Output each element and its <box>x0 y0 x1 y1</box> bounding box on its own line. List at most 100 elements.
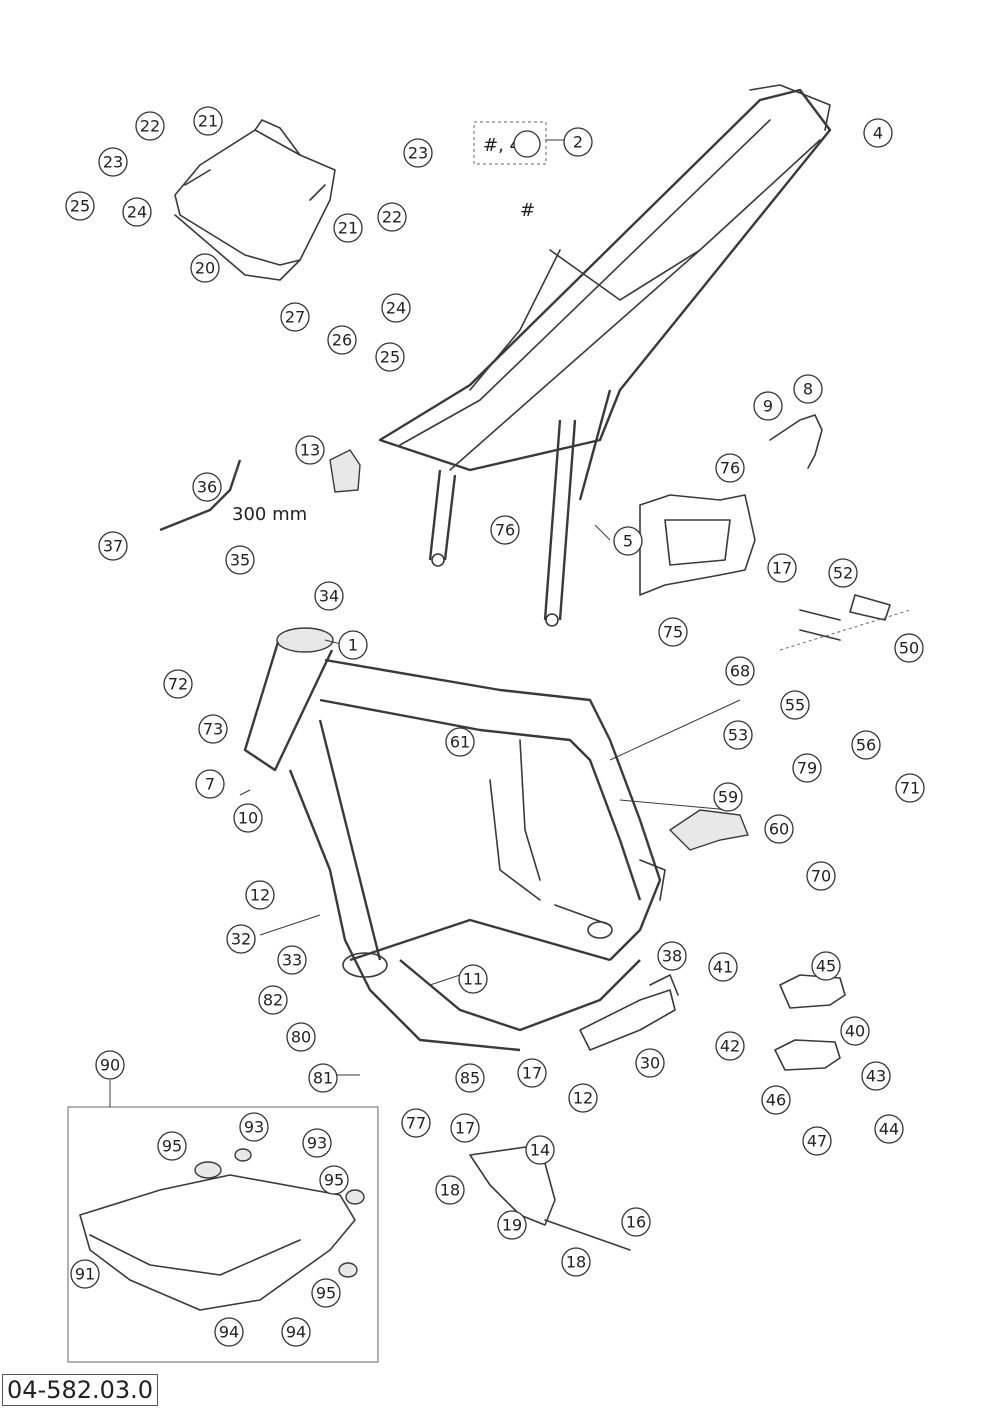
callout-number: 76 <box>495 521 515 540</box>
callout-35: 35 <box>225 545 255 575</box>
callout-number: 21 <box>338 219 358 238</box>
callout-90: 90 <box>95 1050 125 1080</box>
callout-circle <box>563 127 593 157</box>
callout-73: 73 <box>198 714 228 744</box>
callout-circle <box>401 1108 431 1138</box>
callout-circle <box>65 191 95 221</box>
rubber-buffer <box>329 449 361 493</box>
callout-number: 44 <box>879 1120 899 1139</box>
callout-number: 50 <box>899 639 919 658</box>
callout-42: 42 <box>715 1031 745 1061</box>
callout-circle <box>753 391 783 421</box>
callout-24: 24 <box>122 197 152 227</box>
callout-number: 11 <box>463 970 483 989</box>
callout-14: 14 <box>525 1135 555 1165</box>
callout-4: 4 <box>863 118 893 148</box>
callout-circle <box>333 213 363 243</box>
callout-circle <box>302 1128 332 1158</box>
callout-number: 5 <box>623 532 633 551</box>
callout-number: 94 <box>219 1323 239 1342</box>
callout-number: 73 <box>203 720 223 739</box>
callout-61: 61 <box>445 727 475 757</box>
callout-circle <box>568 1083 598 1113</box>
frame-group-text: #, 4 <box>483 135 521 156</box>
callout-23: 23 <box>403 138 433 168</box>
callout-circle <box>613 526 643 556</box>
callout-72: 72 <box>163 669 193 699</box>
callout-number: 59 <box>718 788 738 807</box>
callout-60: 60 <box>764 814 794 844</box>
callout-number: 23 <box>408 144 428 163</box>
callout-circle <box>708 952 738 982</box>
callout-number: 17 <box>455 1119 475 1138</box>
callout-number: 71 <box>900 779 920 798</box>
callout-number: 1 <box>348 636 358 655</box>
callout-number: 33 <box>282 951 302 970</box>
callout-number: 21 <box>198 112 218 131</box>
callout-40: 40 <box>840 1016 870 1046</box>
callout-circle <box>286 1022 316 1052</box>
callout-38: 38 <box>657 941 687 971</box>
callout-number: 53 <box>728 726 748 745</box>
callout-circle <box>635 1048 665 1078</box>
callout-circle <box>497 1210 527 1240</box>
callout-circle <box>327 325 357 355</box>
reference-number: 04-582.03.0 <box>2 1374 159 1406</box>
callout-53: 53 <box>723 720 753 750</box>
callout-1: 1 <box>338 630 368 660</box>
callout-circle <box>861 1061 891 1091</box>
callout-circle <box>277 945 307 975</box>
skid-plate-group <box>67 1106 379 1363</box>
callout-37: 37 <box>98 531 128 561</box>
callout-circle <box>458 964 488 994</box>
callout-circle <box>338 630 368 660</box>
callout-circle <box>258 985 288 1015</box>
callout-18: 18 <box>435 1175 465 1205</box>
callout-94: 94 <box>281 1317 311 1347</box>
callout-12: 12 <box>568 1083 598 1113</box>
callout-circle <box>95 1050 125 1080</box>
callout-number: 17 <box>772 559 792 578</box>
callout-number: 52 <box>833 564 853 583</box>
callout-82: 82 <box>258 985 288 1015</box>
callout-circle <box>295 435 325 465</box>
callout-circle <box>435 1175 465 1205</box>
callout-59: 59 <box>713 782 743 812</box>
callout-circle <box>233 803 263 833</box>
callout-46: 46 <box>761 1085 791 1115</box>
callout-number: 19 <box>502 1216 522 1235</box>
callout-number: 95 <box>162 1137 182 1156</box>
callout-44: 44 <box>874 1114 904 1144</box>
callout-circle <box>657 941 687 971</box>
callout-circle <box>658 617 688 647</box>
callout-7: 7 <box>195 769 225 799</box>
callout-circle <box>863 118 893 148</box>
callout-21: 21 <box>193 106 223 136</box>
callout-81: 81 <box>308 1063 338 1093</box>
callout-number: 24 <box>386 299 406 318</box>
callout-number: 40 <box>845 1022 865 1041</box>
callout-17: 17 <box>767 553 797 583</box>
callout-number: 22 <box>382 208 402 227</box>
callout-circle <box>281 1317 311 1347</box>
side-stand-bracket <box>639 494 756 596</box>
callout-circle <box>214 1317 244 1347</box>
callout-circle <box>561 1247 591 1277</box>
callout-circle <box>851 730 881 760</box>
callout-circle <box>490 515 520 545</box>
callout-22: 22 <box>377 202 407 232</box>
callout-circle <box>517 1058 547 1088</box>
callout-number: 93 <box>307 1134 327 1153</box>
callout-25: 25 <box>375 342 405 372</box>
callout-number: 23 <box>103 153 123 172</box>
callout-93: 93 <box>302 1128 332 1158</box>
frame-group-label: #, 4 <box>473 121 547 165</box>
callout-17: 17 <box>450 1113 480 1143</box>
footpeg-bracket <box>579 974 679 1051</box>
callout-number: 90 <box>100 1056 120 1075</box>
callout-94: 94 <box>214 1317 244 1347</box>
callout-circle <box>193 106 223 136</box>
callout-number: 95 <box>316 1284 336 1303</box>
